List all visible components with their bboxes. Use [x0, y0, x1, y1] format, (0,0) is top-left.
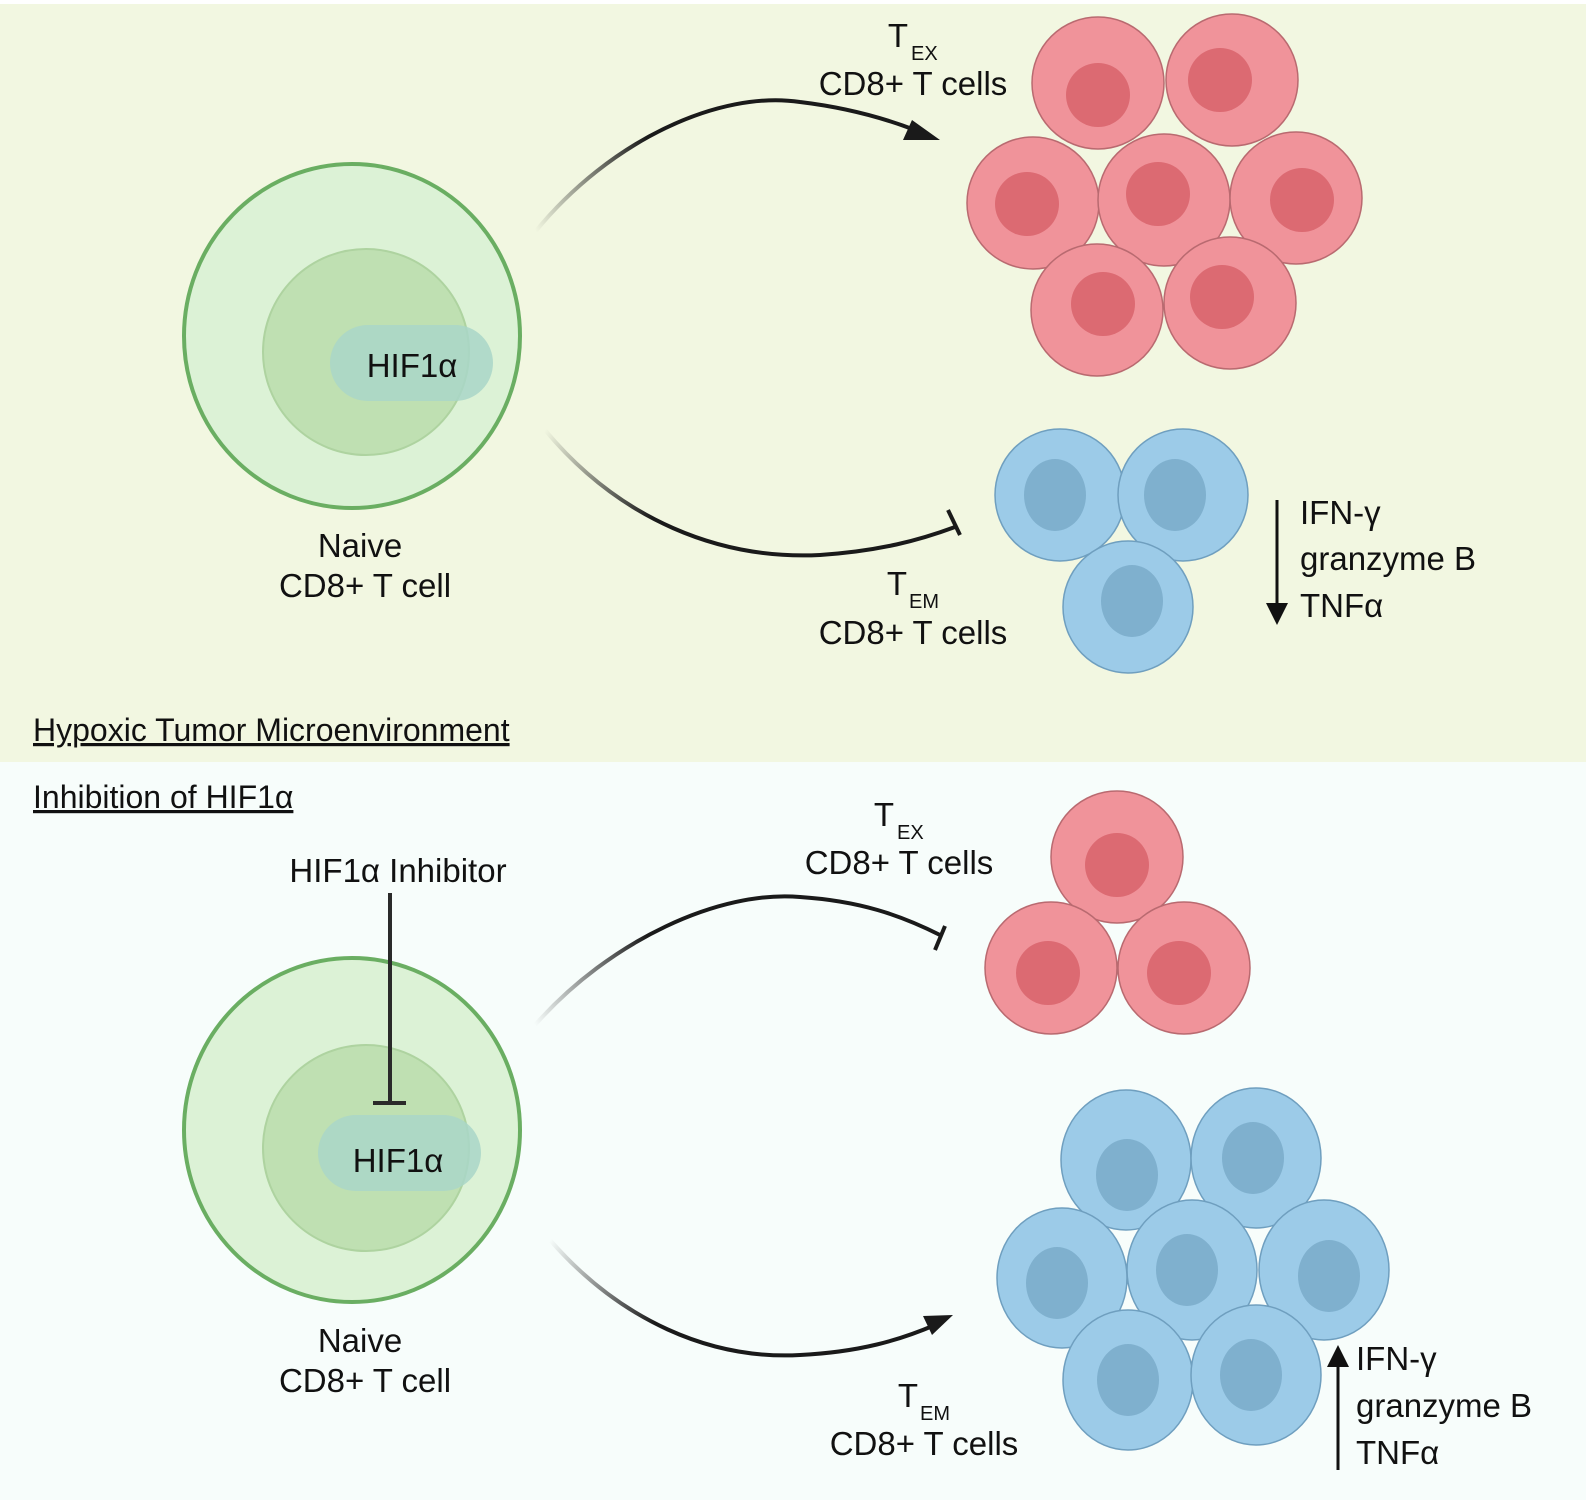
tem-cell	[1190, 1304, 1322, 1446]
tem-label-main: T	[887, 565, 907, 602]
tex-cell	[1030, 243, 1164, 377]
cytokine-granzyme-b: granzyme B	[1356, 1387, 1532, 1424]
tem-cell-cluster-top	[994, 428, 1249, 674]
bottom-panel-title: Inhibition of HIF1α	[33, 779, 293, 815]
cell-nucleus	[1024, 459, 1086, 531]
tem-label-line2: CD8+ T cells	[819, 614, 1008, 651]
naive-cell-label-line1: Naive	[318, 527, 402, 564]
tem-cell	[1258, 1199, 1390, 1341]
tex-cell	[1117, 901, 1251, 1035]
tex-label-line2: CD8+ T cells	[819, 65, 1008, 102]
cell-nucleus	[1156, 1234, 1218, 1306]
tem-cell	[994, 428, 1126, 562]
promote-arrow-to-tex	[533, 98, 921, 234]
tex-cell	[1229, 131, 1363, 265]
top-panel: HIF1α Naive CD8+ T cell T EX CD8+ T cell…	[33, 13, 1476, 748]
tem-label-subscript: EM	[909, 591, 939, 613]
tem-cell	[1060, 1089, 1192, 1231]
tex-label-line2: CD8+ T cells	[805, 844, 994, 881]
tem-label-line2: CD8+ T cells	[830, 1425, 1019, 1462]
tex-label-subscript: EX	[911, 43, 938, 65]
hif1a-protein	[318, 1115, 481, 1191]
tex-cell	[1165, 13, 1299, 147]
cytokine-granzyme-b: granzyme B	[1300, 540, 1476, 577]
cell-nucleus	[1298, 1240, 1360, 1312]
inhibition-bar-icon	[946, 509, 962, 536]
inhibitor-label: HIF1α Inhibitor	[289, 852, 506, 889]
naive-cell-label-line2: CD8+ T cell	[279, 1362, 451, 1399]
tem-cell-cluster-bottom	[996, 1087, 1390, 1451]
cell-nucleus	[1270, 168, 1334, 232]
tem-cell	[1062, 540, 1194, 674]
tex-cell	[1097, 133, 1231, 267]
tex-cell-cluster-bottom	[984, 790, 1251, 1035]
cytokine-tnfa: TNFα	[1300, 587, 1383, 624]
naive-cell-bottom: HIF1α	[182, 956, 522, 1304]
tem-label-main: T	[898, 1377, 918, 1414]
hif1a-label: HIF1α	[367, 347, 458, 384]
cell-nucleus	[1222, 1122, 1284, 1194]
cell-nucleus	[1016, 941, 1080, 1005]
tex-cell	[984, 901, 1118, 1035]
cell-nucleus	[1188, 48, 1252, 112]
arrowhead-icon	[923, 1315, 953, 1335]
tex-cell-cluster-top	[966, 13, 1363, 377]
tex-cell	[1163, 236, 1297, 370]
tem-cell	[1062, 1309, 1194, 1451]
cell-nucleus	[995, 172, 1059, 236]
arrowhead-icon	[903, 120, 940, 140]
top-panel-title: Hypoxic Tumor Microenvironment	[33, 712, 510, 748]
cytokine-ifng: IFN-γ	[1300, 494, 1381, 531]
cell-nucleus	[1147, 941, 1211, 1005]
inhibition-bar-icon	[933, 925, 947, 951]
tem-cell	[1190, 1087, 1322, 1229]
tex-cell	[1031, 16, 1165, 150]
cell-nucleus	[1101, 565, 1163, 637]
cell-nucleus	[1085, 833, 1149, 897]
increase-arrow-icon	[1327, 1345, 1349, 1367]
tem-cell	[996, 1207, 1128, 1349]
decrease-arrow-icon	[1266, 603, 1288, 625]
inhibit-arrow-to-tex	[533, 894, 941, 1027]
tem-cell	[1117, 428, 1249, 562]
tem-cell	[1126, 1199, 1258, 1341]
tex-label-main: T	[888, 17, 908, 54]
cytokine-tnfa: TNFα	[1356, 1434, 1439, 1471]
hif1a-label: HIF1α	[353, 1142, 444, 1179]
naive-cell-label-line2: CD8+ T cell	[279, 567, 451, 604]
cell-nucleus	[1144, 459, 1206, 531]
inhibit-arrow-to-tem	[543, 428, 956, 558]
naive-cell-top: HIF1α	[182, 162, 522, 510]
bottom-panel: Inhibition of HIF1α HIF1α Inhibitor HIF1…	[33, 779, 1532, 1471]
hif1a-protein	[330, 325, 493, 401]
cell-nucleus	[1026, 1247, 1088, 1319]
cell-nucleus	[1097, 1344, 1159, 1416]
promote-arrow-to-tem	[548, 1238, 936, 1358]
tex-label-subscript: EX	[897, 822, 924, 844]
cell-nucleus	[1126, 162, 1190, 226]
tex-label-main: T	[874, 796, 894, 833]
cell-nucleus	[1096, 1139, 1158, 1211]
cell-nucleus	[1071, 272, 1135, 336]
tem-label-subscript: EM	[920, 1403, 950, 1425]
cell-nucleus	[1220, 1339, 1282, 1411]
cell-nucleus	[1066, 63, 1130, 127]
tex-cell	[1050, 790, 1184, 924]
naive-cell-label-line1: Naive	[318, 1322, 402, 1359]
cytokine-ifng: IFN-γ	[1356, 1340, 1437, 1377]
cell-nucleus	[1190, 265, 1254, 329]
